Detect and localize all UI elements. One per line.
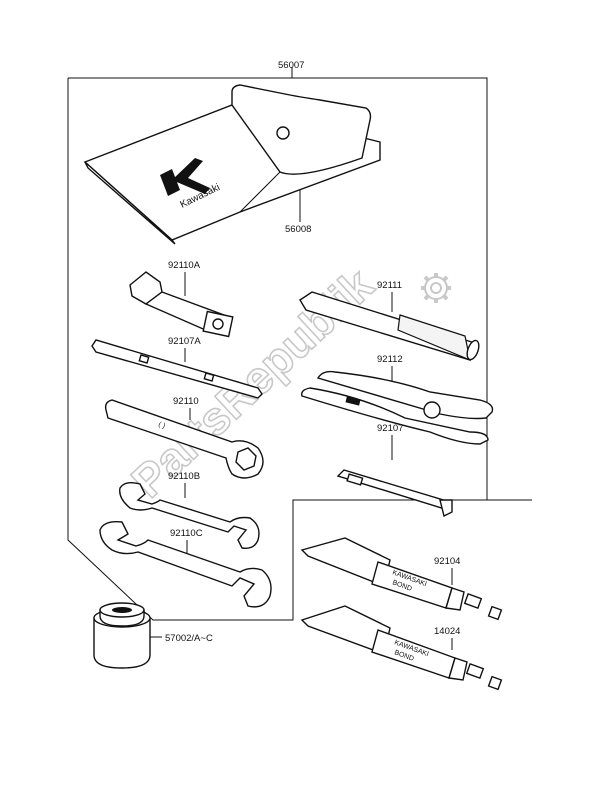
label-92110b: 92110B — [168, 471, 200, 482]
tool-kit-outline — [67, 67, 532, 621]
label-14024: 14024 — [434, 626, 460, 637]
oil-filter — [93, 602, 151, 669]
pliers — [300, 370, 494, 445]
label-92110: 92110 — [173, 396, 199, 407]
tool-pouch: Kawasaki — [83, 84, 381, 245]
ring-wrench: ( ) — [104, 399, 264, 479]
svg-text:( ): ( ) — [157, 421, 165, 430]
gear-icon — [421, 273, 451, 303]
label-57002: 57002/A~C — [165, 633, 213, 644]
label-92110a: 92110A — [168, 260, 201, 271]
open-wrench-b — [119, 481, 260, 550]
label-56008: 56008 — [285, 224, 311, 235]
label-92110c: 92110C — [170, 528, 203, 539]
label-92107: 92107 — [377, 423, 403, 434]
screwdriver — [336, 469, 453, 518]
label-92107a: 92107A — [168, 336, 201, 347]
label-92104: 92104 — [434, 556, 460, 567]
bond-tube-14024: KAWASAKI BOND — [300, 605, 503, 691]
label-92111: 92111 — [377, 280, 402, 291]
bond-tube-92104: KAWASAKI BOND — [300, 537, 503, 621]
spark-plug-wrench — [129, 271, 234, 338]
label-92112: 92112 — [377, 354, 403, 365]
screwdriver-shaft — [91, 339, 263, 399]
tool-handle — [299, 291, 480, 361]
open-wrench-c — [99, 520, 272, 608]
label-56007: 56007 — [278, 60, 304, 71]
